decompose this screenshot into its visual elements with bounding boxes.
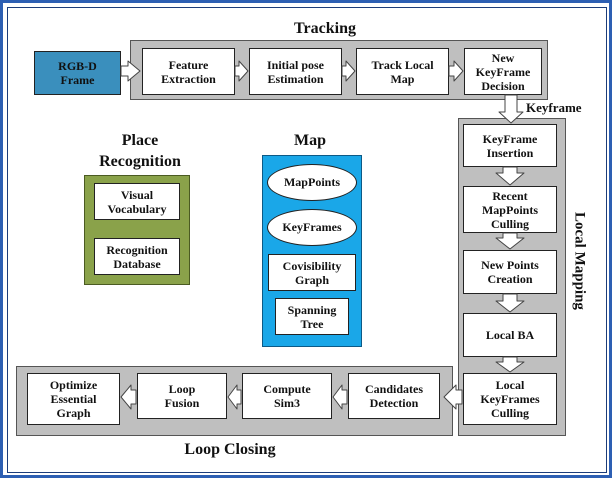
local-ba-box: Local BA bbox=[463, 313, 557, 357]
recent-mappoints-culling-box: Recent MapPoints Culling bbox=[463, 186, 557, 233]
spanning-tree-box: Spanning Tree bbox=[275, 298, 349, 335]
recognition-database-box: Recognition Database bbox=[94, 238, 180, 275]
loop-closing-title: Loop Closing bbox=[184, 441, 276, 458]
diagram-inner-border bbox=[7, 7, 607, 473]
tracking-title: Tracking bbox=[294, 20, 356, 37]
new-points-creation-box: New Points Creation bbox=[463, 250, 557, 294]
new-keyframe-decision-box: New KeyFrame Decision bbox=[464, 48, 542, 95]
optimize-essential-graph-box: Optimize Essential Graph bbox=[27, 373, 120, 425]
candidates-detection-box: Candidates Detection bbox=[348, 373, 440, 419]
keyframe-insertion-box: KeyFrame Insertion bbox=[463, 124, 557, 167]
feature-extraction-box: Feature Extraction bbox=[142, 48, 235, 95]
local-mapping-title: Local Mapping bbox=[571, 212, 588, 310]
loop-fusion-box: Loop Fusion bbox=[137, 373, 227, 419]
place-recognition-title: Place Recognition bbox=[99, 132, 181, 170]
mappoints-ellipse: MapPoints bbox=[267, 164, 357, 201]
local-keyframes-culling-box: Local KeyFrames Culling bbox=[463, 373, 557, 425]
keyframe-label: Keyframe bbox=[526, 100, 582, 115]
track-local-map-box: Track Local Map bbox=[356, 48, 449, 95]
local-mapping-title-wrap: Local Mapping bbox=[562, 196, 596, 326]
compute-sim3-box: Compute Sim3 bbox=[242, 373, 332, 419]
rgbd-frame-input: RGB-D Frame bbox=[34, 51, 121, 95]
keyframes-ellipse: KeyFrames bbox=[267, 209, 357, 246]
initial-pose-estimation-box: Initial pose Estimation bbox=[249, 48, 342, 95]
covisibility-graph-box: Covisibility Graph bbox=[268, 254, 356, 291]
visual-vocabulary-box: Visual Vocabulary bbox=[94, 183, 180, 220]
map-title: Map bbox=[294, 132, 326, 149]
